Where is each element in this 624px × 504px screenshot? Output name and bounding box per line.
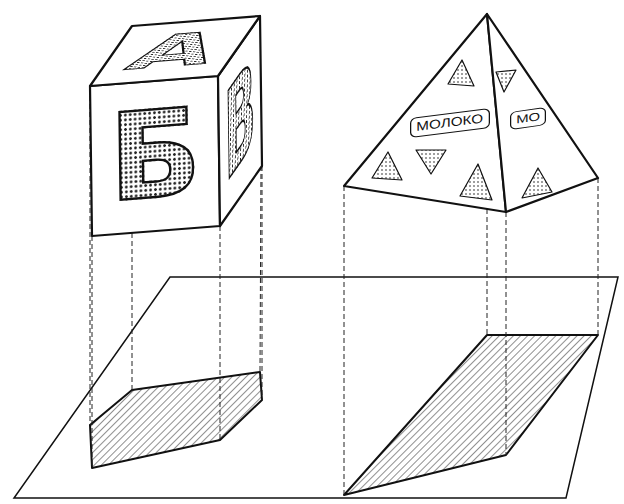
carton-text: МО bbox=[510, 107, 546, 130]
carton-text: МОЛОКО bbox=[410, 108, 489, 138]
face-letter: А bbox=[118, 25, 232, 77]
cube-projection bbox=[90, 372, 262, 468]
pyramid-projection bbox=[344, 335, 598, 495]
face-letter: В bbox=[224, 39, 256, 202]
pyramid bbox=[344, 14, 598, 212]
cube bbox=[90, 16, 262, 236]
stippled-triangles bbox=[372, 60, 552, 200]
projection-plane bbox=[14, 277, 618, 498]
face-letter: Б bbox=[108, 92, 202, 219]
